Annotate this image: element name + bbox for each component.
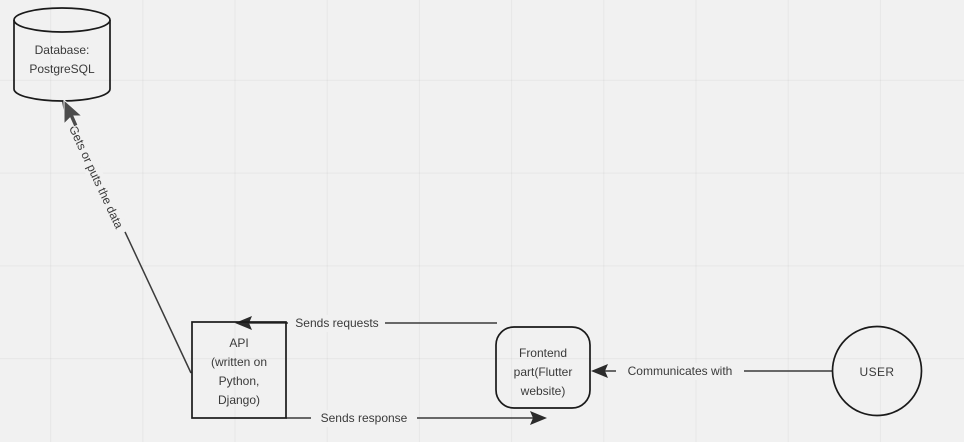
database-node-label-line1: Database: — [35, 43, 90, 57]
database-node[interactable]: Database: PostgreSQL — [13, 7, 111, 102]
edge-api-to-database-label-bg — [62, 117, 130, 237]
edge-frontend-to-api[interactable]: Sends requests — [235, 315, 497, 332]
user-node-label: USER — [860, 365, 895, 379]
api-node-label-line2: (written on — [211, 355, 267, 369]
edge-api-to-frontend-arrowhead — [530, 411, 547, 425]
edge-frontend-to-api-label-bg — [288, 315, 385, 332]
frontend-node-label-line1: Frontend — [519, 346, 567, 360]
edge-api-to-database-label: Gets or puts the data — [66, 123, 126, 231]
edge-api-to-frontend[interactable]: Sends response — [286, 410, 547, 427]
edge-user-to-frontend-label: Communicates with — [628, 364, 733, 378]
edge-api-to-database[interactable]: Gets or puts the data — [62, 101, 192, 374]
edge-user-to-frontend[interactable]: Communicates with — [591, 363, 832, 380]
edge-frontend-to-api-label: Sends requests — [295, 316, 378, 330]
frontend-node-label-line3: website) — [520, 384, 566, 398]
api-node[interactable]: API (written on Python, Django) — [191, 321, 287, 419]
edge-api-to-frontend-label-bg — [311, 410, 417, 427]
user-node-circle — [831, 325, 923, 417]
frontend-node[interactable]: Frontend part(Flutter website) — [495, 326, 591, 409]
api-node-label-line1: API — [229, 336, 248, 350]
user-node[interactable]: USER — [831, 325, 923, 417]
api-node-label-line4: Django) — [218, 393, 260, 407]
edge-user-to-frontend-label-bg — [616, 363, 744, 380]
database-node-body — [13, 20, 111, 102]
database-node-top-ellipse — [13, 7, 111, 33]
mouse-cursor — [63, 98, 84, 128]
frontend-node-label-line2: part(Flutter — [514, 365, 573, 379]
api-node-label-line3: Python, — [219, 374, 260, 388]
edge-api-to-frontend-label: Sends response — [321, 411, 408, 425]
database-node-label-line2: PostgreSQL — [29, 62, 95, 76]
api-node-box — [191, 321, 287, 419]
frontend-node-box — [495, 326, 591, 409]
mouse-cursor-arrow — [63, 98, 84, 128]
edge-frontend-to-api-arrowhead — [235, 316, 252, 330]
edge-user-to-frontend-arrowhead — [591, 364, 608, 378]
edge-api-to-database-label-group: Gets or puts the data — [62, 117, 130, 237]
